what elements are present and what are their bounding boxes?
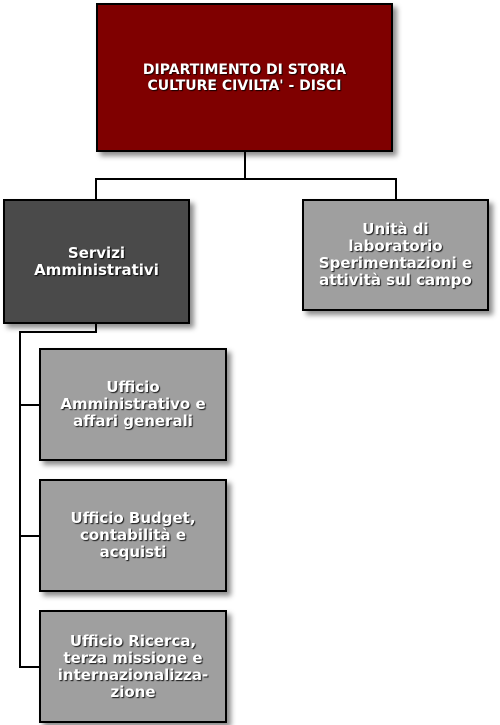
node-text-line: Amministrativo e — [60, 395, 206, 413]
node-text-line: laboratorio — [348, 237, 443, 255]
node-text-line: zione — [110, 682, 156, 701]
connector-to-uff2 — [19, 535, 40, 537]
connector-to-servizi — [95, 178, 97, 200]
node-text-line: contabilità e — [79, 526, 186, 544]
node-text-line: acquisti — [99, 543, 167, 561]
node-text-line: attività sul campo — [319, 271, 472, 289]
node-text-line: Unità di — [362, 220, 429, 238]
node-text-line: Sperimentazioni e — [318, 254, 473, 272]
node-text-line: CULTURE CIVILTA' - DISCI — [147, 77, 342, 94]
node-text-line: affari generali — [73, 412, 193, 430]
connector-servizi-h — [19, 331, 97, 333]
connector-to-uff1 — [19, 404, 40, 406]
connector-horizontal — [95, 178, 397, 180]
connector-root-down — [244, 152, 246, 179]
connector-servizi-down — [95, 324, 97, 333]
node-text-line: DIPARTIMENTO DI STORIA — [142, 61, 347, 78]
node-ufficio-ricerca: Ufficio Ricerca, terza missione e intern… — [39, 610, 227, 723]
node-ufficio-budget: Ufficio Budget, contabilità e acquisti — [39, 479, 227, 592]
connector-to-lab — [395, 178, 397, 200]
connector-vertical-trunk — [19, 331, 21, 667]
node-text-line: Ufficio Budget, — [70, 509, 196, 527]
node-unita-laboratorio: Unità di laboratorio Sperimentazioni e a… — [302, 199, 489, 311]
node-servizi-amministrativi: Servizi Amministrativi — [3, 199, 190, 324]
connector-to-uff3 — [19, 666, 40, 668]
node-text-line: terza missione e — [63, 648, 203, 667]
node-text-line: internazionalizza- — [57, 665, 209, 684]
node-text-line: Ufficio — [106, 378, 160, 396]
node-ufficio-amministrativo: Ufficio Amministrativo e affari generali — [39, 348, 227, 461]
node-text-line: Servizi — [67, 243, 126, 262]
node-text-line: Ufficio Ricerca, — [69, 631, 197, 650]
node-text-line: Amministrativi — [34, 260, 159, 279]
node-dipartimento: DIPARTIMENTO DI STORIA CULTURE CIVILTA' … — [96, 3, 393, 152]
